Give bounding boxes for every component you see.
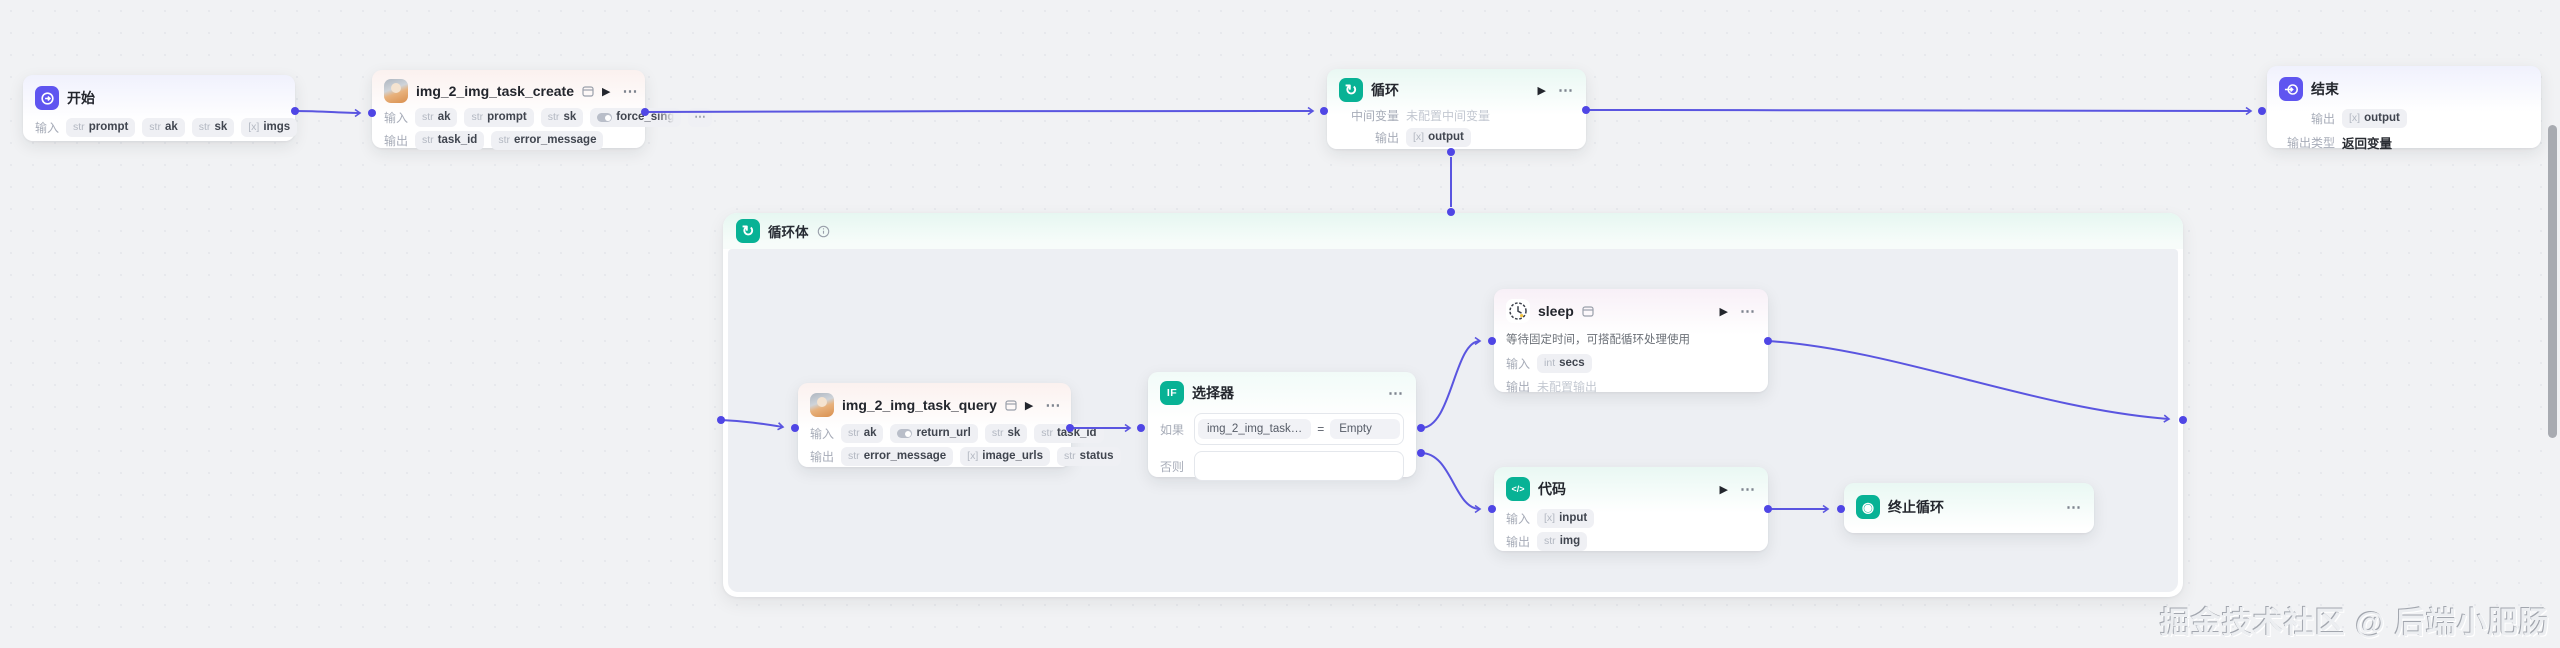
output-label: 输出 bbox=[1374, 131, 1399, 145]
output-type-label: 输出类型 bbox=[2286, 136, 2335, 150]
more-params-chip[interactable]: ⋯ bbox=[688, 108, 712, 127]
output-label: 输出 bbox=[1506, 535, 1531, 549]
condition-right-operand[interactable]: Empty bbox=[1330, 419, 1400, 439]
output-type-value: 返回变量 bbox=[2342, 137, 2393, 151]
info-icon[interactable] bbox=[817, 225, 830, 238]
plugin-badge-icon bbox=[1582, 305, 1594, 317]
input-label: 输入 bbox=[384, 111, 409, 125]
run-node-button[interactable]: ▶ bbox=[1719, 305, 1728, 318]
input-label: 输入 bbox=[1506, 357, 1531, 371]
toggle-icon bbox=[897, 429, 913, 438]
node-title: 开始 bbox=[67, 90, 95, 106]
start-icon bbox=[35, 86, 59, 110]
output-placeholder: 未配置输出 bbox=[1537, 380, 1598, 394]
end-icon bbox=[2279, 77, 2303, 101]
node-title: img_2_img_task_query bbox=[842, 397, 997, 413]
node-menu-button[interactable]: ⋯ bbox=[1388, 385, 1404, 402]
if-icon: IF bbox=[1160, 381, 1184, 405]
input-label: 输入 bbox=[35, 121, 60, 135]
param-chip: [x]imgs bbox=[241, 118, 298, 137]
node-menu-button[interactable]: ⋯ bbox=[1558, 82, 1574, 99]
node-title: sleep bbox=[1538, 303, 1574, 319]
if-condition-box[interactable]: img_2_img_task… = Empty bbox=[1194, 413, 1404, 445]
node-menu-button[interactable]: ⋯ bbox=[1045, 397, 1062, 414]
else-branch-box[interactable] bbox=[1194, 451, 1404, 481]
toggle-icon bbox=[597, 113, 613, 122]
node-terminate-loop[interactable]: ◉ 终止循环 ⋯ bbox=[1844, 483, 2094, 533]
node-loop[interactable]: ↻ 循环 ▶ ⋯ 中间变量 未配置中间变量 输出 [x]output bbox=[1327, 69, 1586, 149]
node-title: 选择器 bbox=[1192, 385, 1234, 401]
plugin-badge-icon bbox=[1005, 399, 1017, 411]
vertical-scrollbar[interactable] bbox=[2548, 125, 2557, 438]
param-chip-bool: force_single bbox=[590, 108, 682, 127]
run-node-button[interactable]: ▶ bbox=[1537, 84, 1546, 97]
if-label: 如果 bbox=[1160, 422, 1185, 437]
node-selector[interactable]: IF 选择器 ⋯ 如果 img_2_img_task… = Empty 否则 bbox=[1148, 372, 1416, 481]
loop-icon: ↻ bbox=[736, 219, 760, 243]
watermark-text: 掘金技术社区 @ 后端小肥肠 bbox=[2160, 607, 2550, 640]
node-title: 终止循环 bbox=[1888, 499, 1944, 515]
loop-icon: ↻ bbox=[1339, 78, 1363, 102]
mid-var-label: 中间变量 bbox=[1350, 109, 1399, 123]
else-label: 否则 bbox=[1160, 459, 1185, 474]
node-end[interactable]: 结束 输出 [x]output 输出类型 返回变量 bbox=[2267, 66, 2541, 151]
plugin-badge-icon bbox=[582, 85, 594, 97]
loop-body-title: 循环体 bbox=[768, 225, 809, 240]
terminate-loop-icon: ◉ bbox=[1856, 495, 1880, 519]
node-description: 等待固定时间，可搭配循环处理使用 bbox=[1506, 334, 1690, 346]
output-label: 输出 bbox=[384, 134, 409, 148]
run-node-button[interactable]: ▶ bbox=[602, 85, 611, 98]
node-menu-button[interactable]: ⋯ bbox=[1740, 481, 1756, 498]
param-chip: [x]output bbox=[2342, 109, 2407, 128]
plugin-avatar-icon bbox=[810, 393, 834, 417]
node-title: img_2_img_task_create bbox=[416, 83, 574, 99]
node-title: 循环 bbox=[1371, 82, 1399, 98]
condition-left-operand[interactable]: img_2_img_task… bbox=[1198, 419, 1312, 439]
loop-body-header: ↻ 循环体 bbox=[723, 213, 2183, 249]
plugin-avatar-icon bbox=[384, 79, 408, 103]
run-node-button[interactable]: ▶ bbox=[1024, 399, 1034, 412]
output-label: 输出 bbox=[1506, 380, 1531, 394]
node-title: 代码 bbox=[1538, 481, 1566, 497]
mid-var-placeholder: 未配置中间变量 bbox=[1406, 109, 1491, 123]
node-menu-button[interactable]: ⋯ bbox=[1740, 303, 1756, 320]
input-label: 输入 bbox=[810, 427, 835, 441]
param-chip: [x]image_urls bbox=[960, 447, 1050, 466]
code-icon: </> bbox=[1506, 477, 1530, 501]
param-chip-bool: return_url bbox=[890, 424, 978, 443]
sleep-clock-icon bbox=[1506, 299, 1530, 323]
run-node-button[interactable]: ▶ bbox=[1719, 483, 1728, 496]
output-label: 输出 bbox=[2310, 112, 2335, 126]
condition-operator[interactable]: = bbox=[1317, 422, 1325, 436]
output-label: 输出 bbox=[810, 450, 835, 464]
node-title: 结束 bbox=[2311, 81, 2339, 97]
input-label: 输入 bbox=[1506, 512, 1531, 526]
node-menu-button[interactable]: ⋯ bbox=[2066, 499, 2082, 516]
param-chip: [x]input bbox=[1537, 509, 1595, 528]
param-chip: [x]output bbox=[1406, 128, 1471, 147]
node-menu-button[interactable]: ⋯ bbox=[622, 83, 639, 100]
